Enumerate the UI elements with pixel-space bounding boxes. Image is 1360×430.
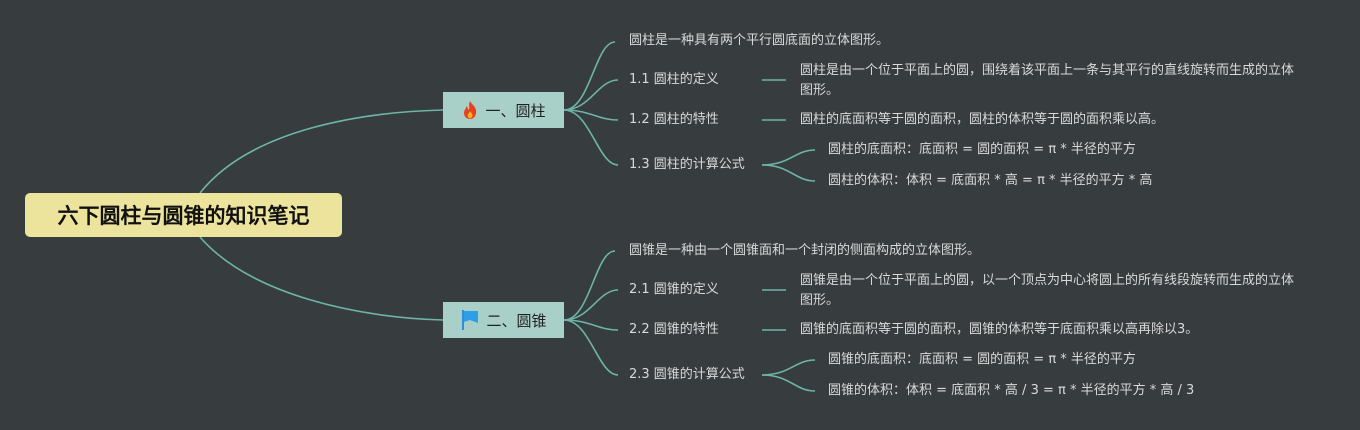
link-root-branch-1 [199, 109, 444, 194]
topic-formula[interactable]: 圆锥的底面积：底面积 = 圆的面积 = π * 半径的平方 [828, 352, 1136, 367]
link-root-branch-2 [199, 236, 444, 321]
branch-topic-cylinder[interactable]: 一、圆柱 [443, 92, 564, 128]
link-b2-intro [563, 250, 616, 321]
link-b1-f1 [761, 149, 816, 166]
topic-section[interactable]: 1.3 圆柱的计算公式 [629, 157, 745, 172]
link-b1-s1 [563, 79, 619, 111]
branch-label: 二、圆锥 [486, 311, 547, 330]
link-b1-intro [563, 41, 616, 111]
link-b1-s3 [563, 109, 619, 166]
root-topic[interactable]: 六下圆柱与圆锥的知识笔记 [25, 193, 342, 237]
topic-section[interactable]: 1.1 圆柱的定义 [629, 72, 719, 87]
topic-intro[interactable]: 圆锥是一种由一个圆锥面和一个封闭的侧面构成的立体图形。 [629, 243, 981, 258]
link-b2-s1 [563, 289, 619, 321]
topic-section[interactable]: 2.1 圆锥的定义 [629, 282, 719, 297]
topic-section[interactable]: 1.2 圆柱的特性 [629, 112, 719, 127]
root-topic-label: 六下圆柱与圆锥的知识笔记 [57, 204, 310, 228]
topic-detail[interactable]: 圆锥的底面积等于圆的面积，圆锥的体积等于底面积乘以高再除以3。 [800, 322, 1199, 337]
topic-formula[interactable]: 圆柱的底面积：底面积 = 圆的面积 = π * 半径的平方 [828, 142, 1136, 157]
link-b1-f2 [761, 164, 816, 182]
link-b2-f2 [761, 374, 816, 392]
topic-detail[interactable]: 圆锥是由一个位于平面上的圆，以一个顶点为中心将圆上的所有线段旋转而生成的立体图形… [800, 273, 1295, 308]
topic-detail[interactable]: 圆柱的底面积等于圆的面积，圆柱的体积等于圆的面积乘以高。 [800, 112, 1165, 127]
topic-detail[interactable]: 圆柱是由一个位于平面上的圆，围绕着该平面上一条与其平行的直线旋转而生成的立体图形… [800, 63, 1295, 98]
topic-section[interactable]: 2.3 圆锥的计算公式 [629, 367, 745, 382]
link-b2-s3 [563, 319, 619, 376]
topic-section[interactable]: 2.2 圆锥的特性 [629, 322, 719, 337]
flag-icon [460, 309, 480, 331]
topic-formula[interactable]: 圆锥的体积：体积 = 底面积 * 高 / 3 = π * 半径的平方 * 高 /… [828, 383, 1195, 398]
topic-formula[interactable]: 圆柱的体积：体积 = 底面积 * 高 = π * 半径的平方 * 高 [828, 173, 1153, 188]
topic-intro[interactable]: 圆柱是一种具有两个平行圆底面的立体图形。 [629, 33, 890, 48]
branch-label: 一、圆柱 [485, 101, 546, 120]
link-b2-f1 [761, 359, 816, 376]
fire-icon [461, 100, 479, 120]
branch-topic-cone[interactable]: 二、圆锥 [443, 302, 564, 338]
